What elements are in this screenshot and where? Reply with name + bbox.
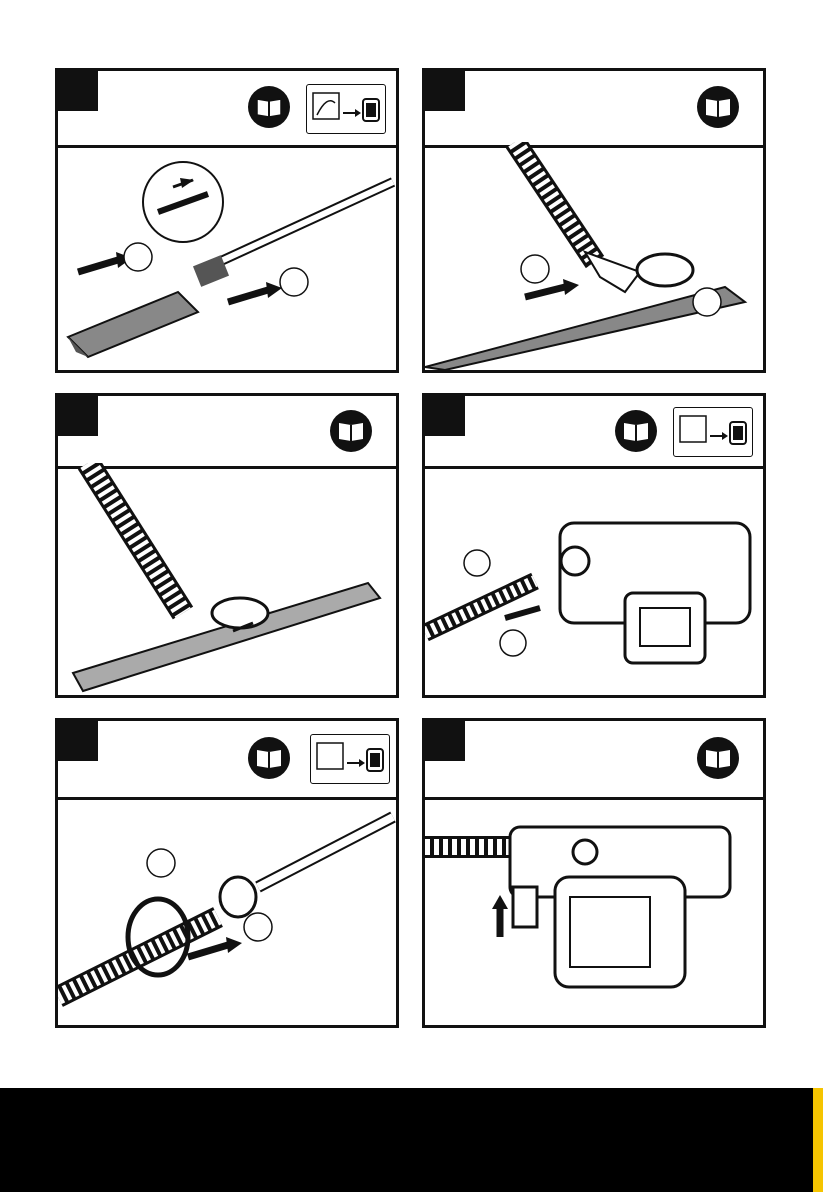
book-icon: [697, 737, 739, 779]
extension-connect-illustration: [58, 797, 396, 1025]
callout-marker: [244, 913, 272, 941]
step-number: [425, 396, 465, 436]
step-panel-1: [55, 68, 399, 373]
book-icon: [248, 737, 290, 779]
callout-marker: [124, 243, 152, 271]
step-panel-4: [422, 393, 766, 698]
callout-marker: [147, 849, 175, 877]
footer-accent-strip: [813, 1088, 823, 1192]
panel-header: [425, 396, 763, 469]
page-footer-band: [0, 1088, 813, 1192]
step-number: [58, 396, 98, 436]
squeegee-lock-illustration: [58, 463, 396, 695]
nozzle-attach-illustration: [58, 142, 396, 370]
callout-marker: [693, 288, 721, 316]
step-number: [425, 721, 465, 761]
panel-header: [425, 71, 763, 148]
step-number: [58, 71, 98, 111]
step-number: [425, 71, 465, 111]
book-icon: [615, 410, 657, 452]
device-thumbnail-icon: [673, 407, 753, 457]
panel-header: [58, 71, 396, 148]
panel-header: [58, 396, 396, 469]
book-icon: [697, 86, 739, 128]
callout-marker: [500, 630, 526, 656]
step-panel-6: [422, 718, 766, 1028]
panel-header: [425, 721, 763, 800]
device-thumbnail-icon: [310, 734, 390, 784]
step-panel-3: [55, 393, 399, 698]
callout-marker: [280, 268, 308, 296]
callout-marker: [521, 255, 549, 283]
squeegee-attach-illustration: [425, 142, 763, 370]
hose-connect-illustration: [425, 797, 763, 1025]
book-icon: [248, 86, 290, 128]
wand-to-gun-illustration: [425, 463, 763, 695]
step-panel-5: [55, 718, 399, 1028]
step-panel-2: [422, 68, 766, 373]
panel-header: [58, 721, 396, 800]
device-thumbnail-icon: [306, 84, 386, 134]
step-number: [58, 721, 98, 761]
callout-marker: [464, 550, 490, 576]
book-icon: [330, 410, 372, 452]
